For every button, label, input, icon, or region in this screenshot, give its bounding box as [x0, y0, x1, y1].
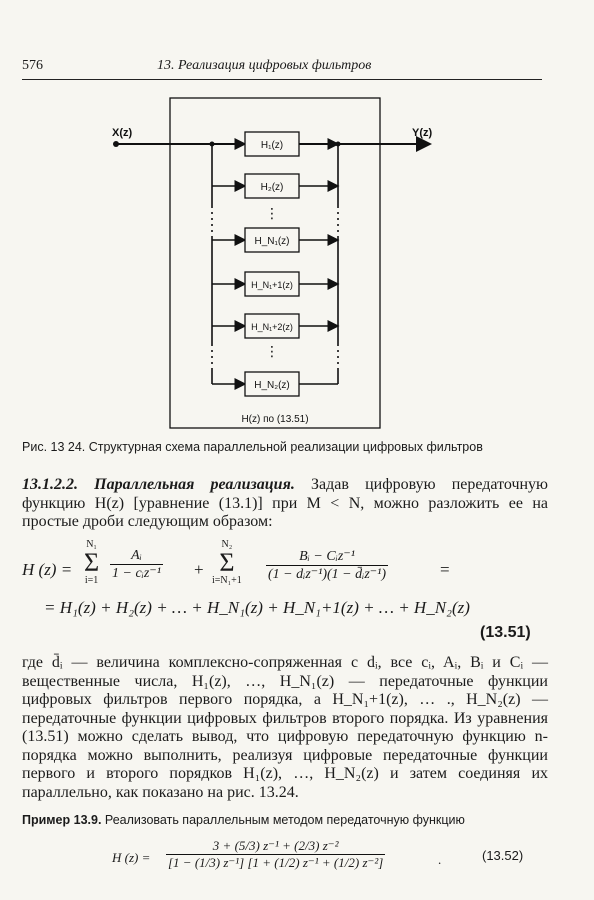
vdots-2: ⋮: [265, 343, 279, 359]
equation-number-13-51: (13.51): [480, 624, 531, 641]
section-text: Задав цифровую передаточную функцию H(z)…: [22, 476, 549, 530]
figure-caption: Рис. 13 24. Структурная схема параллельн…: [22, 440, 483, 454]
svg-text:H₁(z): H₁(z): [261, 140, 283, 151]
fraction-2: Bᵢ − Cᵢz⁻¹ (1 − dᵢz⁻¹)(1 − d̄ᵢz⁻¹): [266, 549, 389, 582]
formula-13-51-line-2: = H₁(z) + H₂(z) + … + H_N₁(z) + H_N₁+1(z…: [44, 598, 470, 617]
formula-lhs: H (z) =: [22, 560, 73, 579]
svg-text:H_N₁+2(z): H_N₁+2(z): [251, 322, 293, 332]
example-text: Реализовать параллельным методом передат…: [104, 813, 465, 827]
equation-number-13-52: (13.52): [482, 848, 524, 863]
block-hn1: H_N₁(z): [212, 227, 340, 253]
section-heading: 13.1.2.2. Параллельная реализация.: [22, 476, 295, 493]
output-label: Y(z): [412, 127, 433, 139]
parallel-structure-diagram: X(z) Y(z) H₁(z) H₂(z) ⋮ H_N₁(z) H_N₁+1(z…: [112, 97, 433, 429]
svg-text:H_N₁+1(z): H_N₁+1(z): [251, 280, 293, 290]
fraction-1: Aᵢ 1 − cᵢz⁻¹: [110, 548, 163, 581]
fraction-13-52: 3 + (5/3) z⁻¹ + (2/3) z⁻² [1 − (1/3) z⁻¹…: [166, 838, 386, 870]
sum-2: N₂ Σ i=N₁+1: [212, 539, 242, 586]
example-13-9: Пример 13.9. Реализовать параллельным ме…: [22, 813, 548, 827]
page-number: 576: [22, 58, 43, 73]
input-label: X(z): [112, 127, 133, 139]
svg-text:H_N₁(z): H_N₁(z): [254, 236, 289, 247]
input-node: [113, 141, 119, 147]
block-hn1-plus-1: H_N₁+1(z): [212, 271, 340, 297]
example-label: Пример 13.9.: [22, 813, 102, 827]
diagram-frame: [169, 97, 381, 429]
svg-text:H_N₂(z): H_N₂(z): [254, 380, 290, 391]
explanation-paragraph: где d̄ᵢ — величина комплексно-сопряженна…: [22, 654, 548, 801]
formula-13-51-line-1: H (z) = N₁ Σ i=1 Aᵢ 1 − cᵢz⁻¹ + N₂ Σ i=N…: [22, 539, 450, 586]
header-rule: [22, 79, 542, 80]
frame-label: H(z) по (13.51): [241, 414, 308, 425]
formula-13-52: H (z) = 3 + (5/3) z⁻¹ + (2/3) z⁻² [1 − (…: [112, 838, 524, 870]
block-hn1-plus-2: H_N₁+2(z): [212, 313, 340, 339]
running-head: 576 13. Реализация цифровых фильтров: [22, 58, 554, 78]
chapter-title: 13. Реализация цифровых фильтров: [157, 58, 372, 73]
block-hn2: H_N₂(z): [212, 371, 338, 397]
block-h1: H₁(z): [212, 131, 340, 157]
block-h2: H₂(z): [212, 173, 340, 199]
vdots-1: ⋮: [265, 205, 279, 221]
sum-1: N₁ Σ i=1: [84, 539, 100, 586]
svg-text:H₂(z): H₂(z): [261, 182, 284, 193]
section-paragraph: 13.1.2.2. Параллельная реализация. Задав…: [22, 476, 548, 532]
